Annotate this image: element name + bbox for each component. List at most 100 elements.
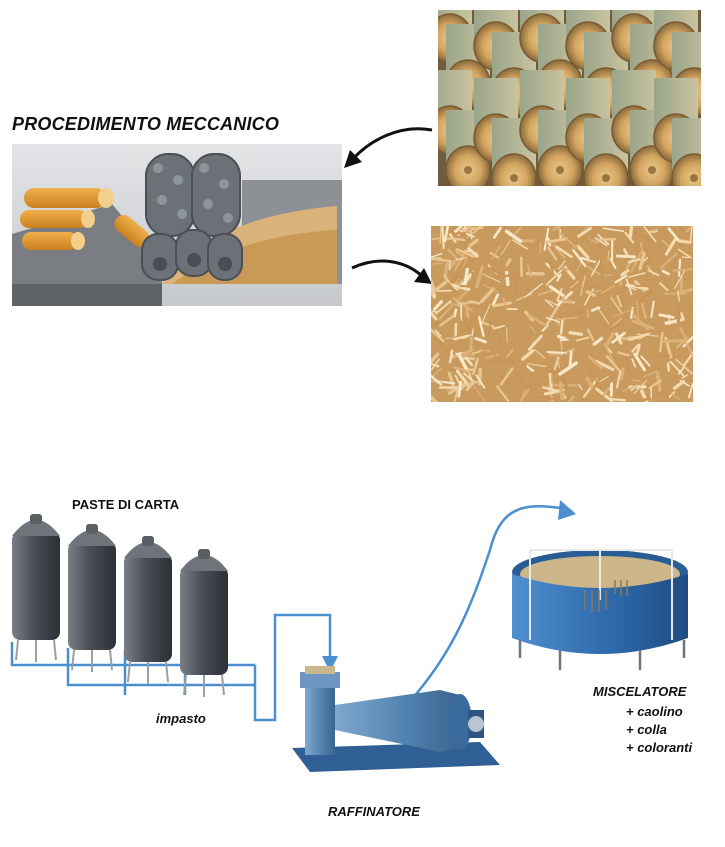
wood-shaving — [681, 374, 689, 379]
wood-shaving — [513, 227, 522, 235]
wood-shaving — [580, 275, 586, 297]
wood-shaving — [607, 327, 615, 334]
wood-shaving — [611, 331, 626, 344]
wood-shaving — [517, 335, 531, 349]
wood-shaving — [595, 240, 603, 250]
wood-shaving — [526, 362, 547, 368]
wood-shaving — [552, 226, 563, 232]
wood-shaving — [602, 227, 625, 232]
wood-shaving — [431, 252, 443, 258]
wood-shaving — [516, 293, 533, 301]
wood-shaving — [544, 306, 559, 327]
wood-shaving — [452, 366, 470, 373]
wood-shaving — [463, 372, 476, 384]
wood-shaving — [591, 306, 601, 312]
wood-shaving — [576, 245, 590, 259]
wood-shaving — [471, 350, 481, 355]
wood-shaving — [457, 301, 476, 305]
wood-shaving — [690, 258, 693, 269]
wood-shaving — [605, 354, 622, 373]
wood-shaving — [525, 282, 544, 298]
additive-colorants: + coloranti — [626, 740, 693, 755]
wood-shaving — [602, 387, 610, 397]
wood-shaving — [555, 245, 573, 259]
wood-shaving — [658, 313, 675, 319]
wood-shaving — [632, 234, 639, 240]
wood-shaving — [469, 336, 473, 352]
wood-shaving — [518, 239, 535, 243]
wood-shaving — [620, 269, 630, 277]
wood-shaving — [457, 231, 472, 242]
wood-shaving — [616, 371, 622, 389]
wood-shaving — [445, 226, 460, 235]
wood-shaving — [505, 258, 512, 267]
wood-shaving — [586, 328, 595, 342]
wood-shaving — [459, 284, 474, 288]
wood-shaving — [475, 226, 480, 230]
wood-shaving — [450, 283, 471, 292]
wood-shaving — [506, 349, 514, 358]
wood-shaving — [600, 284, 616, 295]
mixture-label: impasto — [156, 711, 206, 726]
wood-shaving — [431, 276, 437, 292]
wood-shaving — [499, 226, 507, 230]
wood-shaving — [651, 366, 661, 370]
wood-shaving — [590, 228, 596, 240]
wood-shaving — [678, 327, 688, 340]
wood-shaving — [452, 348, 474, 360]
wood-shaving — [678, 367, 685, 375]
wood-shaving — [538, 289, 555, 296]
wood-shaving — [494, 240, 502, 247]
wood-shaving — [447, 248, 460, 261]
wood-shaving — [474, 337, 487, 344]
wood-shaving — [632, 230, 650, 242]
wood-shaving — [491, 293, 500, 306]
wood-shaving — [638, 251, 646, 271]
wood-shaving — [596, 306, 610, 325]
wood-shaving — [465, 226, 473, 235]
wood-shaving — [461, 348, 476, 358]
wood-shaving — [659, 331, 664, 353]
wood-shaving — [650, 300, 655, 318]
wood-shaving — [475, 374, 486, 389]
wood-shaving — [457, 380, 463, 398]
wood-shaving — [682, 335, 693, 348]
wood-shaving — [527, 334, 543, 351]
wood-shaving — [620, 367, 625, 380]
wood-shaving — [648, 229, 659, 234]
wood-shaving — [431, 362, 440, 368]
wood-shaving — [631, 379, 641, 382]
wood-shaving — [530, 386, 533, 396]
wood-shaving — [571, 309, 584, 315]
wood-shaving — [630, 384, 639, 392]
wood-shaving — [453, 384, 460, 402]
wood-shaving — [432, 300, 444, 311]
wood-shaving — [587, 238, 602, 245]
wood-shaving — [431, 394, 439, 402]
wood-shaving — [439, 226, 442, 244]
wood-shaving — [586, 367, 600, 386]
wood-shaving — [515, 372, 531, 389]
wood-shaving — [457, 353, 469, 371]
wood-shaving — [648, 379, 662, 390]
wood-shaving — [466, 233, 475, 238]
wood-shaving — [570, 280, 579, 288]
wood-shaving — [453, 226, 464, 234]
wood-shaving — [633, 352, 646, 372]
additive-kaolin: + caolino — [626, 704, 683, 719]
arrow-logs-to-machine — [344, 127, 433, 168]
wood-shaving — [687, 382, 693, 399]
wood-shaving — [482, 283, 499, 293]
wood-shaving — [497, 284, 510, 292]
wood-shaving — [569, 269, 587, 287]
wood-shaving — [490, 358, 514, 364]
wood-shaving — [431, 321, 440, 327]
wood-shaving — [599, 253, 604, 277]
wood-shaving — [558, 231, 576, 248]
wood-shaving — [659, 282, 669, 292]
wood-shaving — [457, 274, 463, 284]
wood-shaving — [547, 367, 566, 374]
wood-shaving — [685, 341, 693, 359]
wood-shaving — [561, 298, 573, 303]
log-core — [464, 166, 472, 174]
